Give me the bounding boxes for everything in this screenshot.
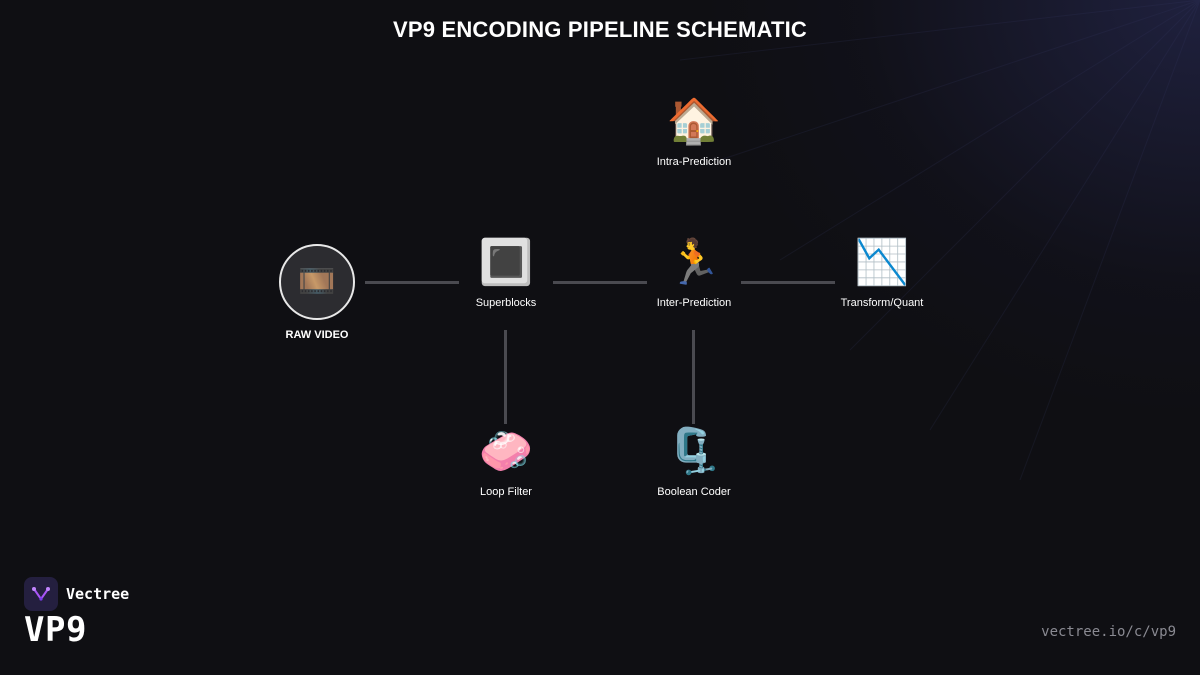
- inter-prediction-node[interactable]: 🏃 Inter-Prediction: [634, 233, 754, 309]
- connector-superblocks-loopfilter: [504, 330, 507, 424]
- chart-decreasing-icon: 📉: [854, 238, 910, 287]
- loop-filter-node[interactable]: 🧼 Loop Filter: [446, 422, 566, 498]
- film-frames-icon: 🎞️: [298, 265, 336, 298]
- connector-inter-booleancoder: [692, 330, 695, 424]
- connector-inter-transform: [741, 281, 835, 284]
- boolean-coder-node[interactable]: 🗜️ Boolean Coder: [634, 422, 754, 498]
- transform-quant-label: Transform/Quant: [840, 297, 924, 309]
- superblocks-label: Superblocks: [475, 297, 537, 309]
- inter-prediction-label: Inter-Prediction: [656, 297, 732, 309]
- clamp-icon: 🗜️: [666, 427, 722, 476]
- running-person-icon: 🏃: [666, 238, 722, 287]
- connector-raw-superblocks: [365, 281, 459, 284]
- product-name: VP9: [24, 610, 87, 650]
- page-title: VP9 ENCODING PIPELINE SCHEMATIC: [392, 17, 808, 42]
- intra-prediction-node[interactable]: 🏠 Intra-Prediction: [634, 92, 754, 168]
- superblocks-node[interactable]: 🔳 Superblocks: [446, 233, 566, 309]
- source-url[interactable]: vectree.io/c/vp9: [1041, 624, 1176, 640]
- connector-superblocks-inter: [553, 281, 647, 284]
- intra-prediction-label: Intra-Prediction: [656, 156, 732, 168]
- black-square-button-icon: 🔳: [478, 238, 534, 287]
- raw-video-label: RAW VIDEO: [285, 329, 349, 341]
- vectree-logo-icon: [32, 587, 50, 601]
- raw-video-node[interactable]: 🎞️: [279, 244, 355, 320]
- house-icon: 🏠: [666, 97, 722, 146]
- loop-filter-label: Loop Filter: [480, 486, 532, 498]
- transform-quant-node[interactable]: 📉 Transform/Quant: [822, 233, 942, 309]
- brand-name: Vectree: [66, 585, 130, 603]
- soap-icon: 🧼: [478, 427, 534, 476]
- vectree-logo[interactable]: [24, 577, 58, 611]
- boolean-coder-label: Boolean Coder: [657, 486, 731, 498]
